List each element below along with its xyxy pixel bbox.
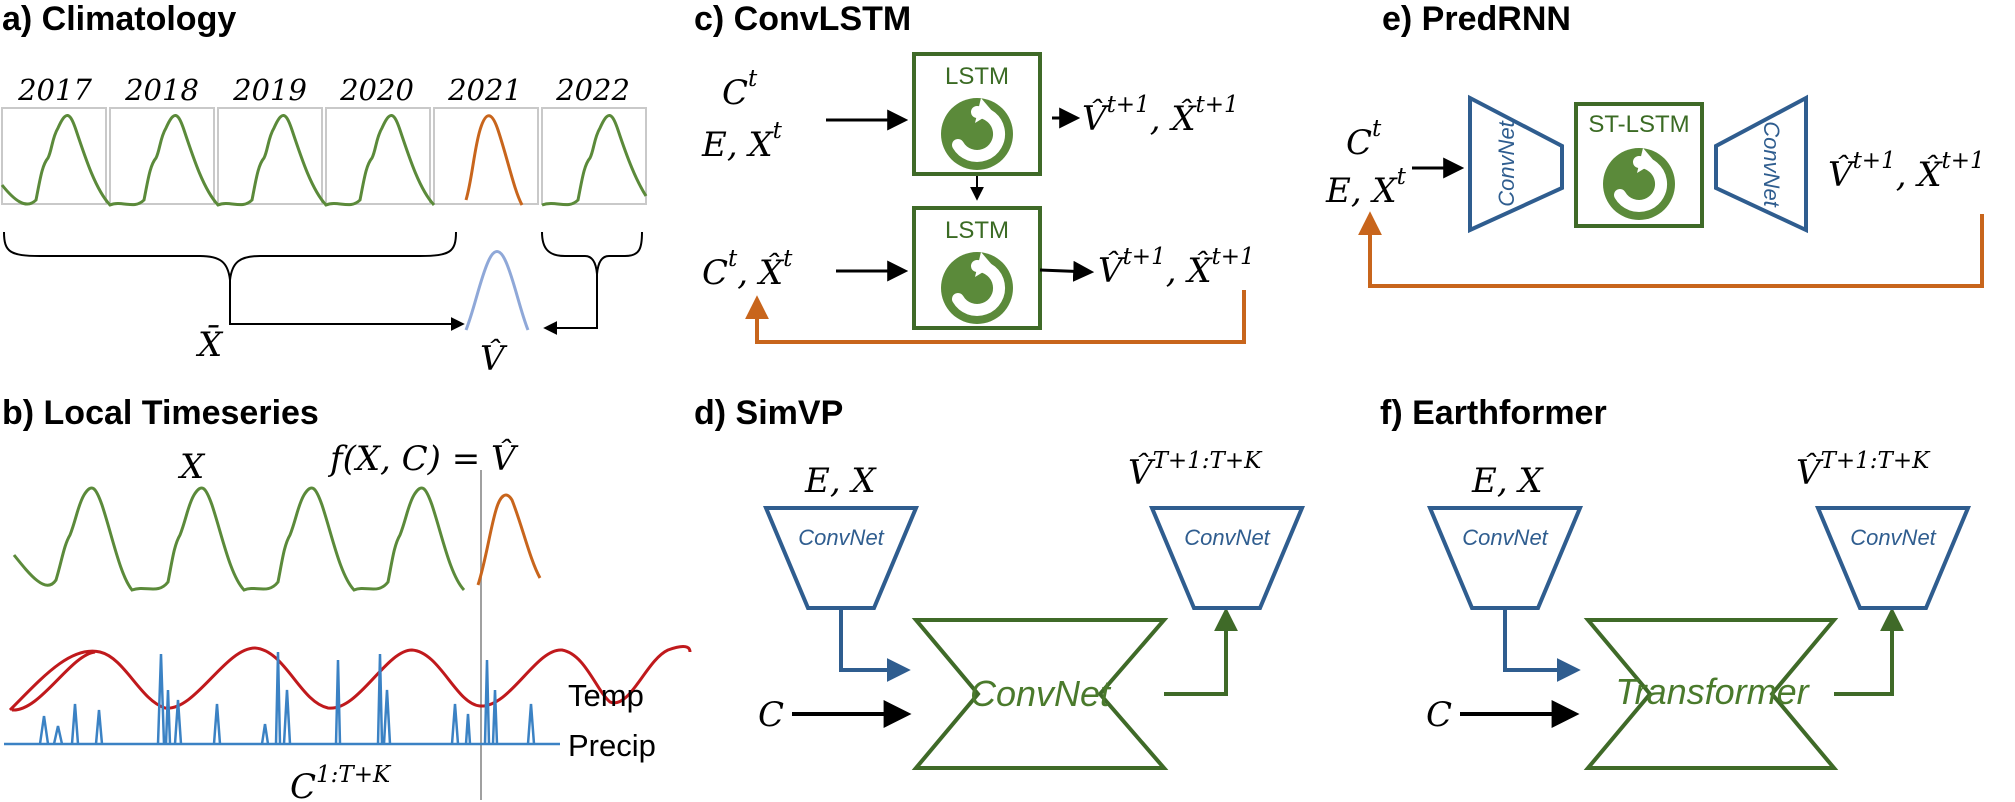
arrow-core-to-decoder xyxy=(1834,607,1904,696)
year-box xyxy=(109,107,215,205)
bracket-left xyxy=(3,231,457,281)
arrow-encoder-to-core xyxy=(839,608,911,682)
convnet-decoder: ConvNet xyxy=(1148,506,1306,610)
input-c-t: Ct xyxy=(722,66,758,113)
arrow-encoder-to-core xyxy=(1503,608,1581,682)
year-label: 2020 xyxy=(339,73,414,107)
lstm-box-bottom: LSTM xyxy=(912,206,1042,330)
precip-label: Precip xyxy=(568,728,656,763)
climatology-estimate-curve xyxy=(464,250,530,331)
x-series-curve xyxy=(12,486,466,592)
year-boxes xyxy=(1,107,647,205)
convnet-label: ConvNet xyxy=(1494,120,1519,206)
climatology-2021-curve xyxy=(464,114,524,206)
panel-a-climatology: a) Climatology 2017 2018 2019 2020 2021 … xyxy=(0,0,648,379)
convnet-label: ConvNet xyxy=(1462,525,1548,550)
panel-c-convlstm: c) ConvLSTM Ct E, Xt LSTM V̂t+1, X̂t+1 C… xyxy=(694,0,1255,344)
year-label: 2018 xyxy=(124,73,199,107)
year-labels: 2017 2018 2019 2020 2021 2022 xyxy=(17,73,630,107)
convnet-encoder: ConvNet xyxy=(1426,506,1584,610)
feedback-arrow-convlstm xyxy=(745,290,1246,344)
climatology-series-curve xyxy=(0,114,436,207)
panel-b-title: b) Local Timeseries xyxy=(2,394,319,432)
input-c-t: Ct xyxy=(1346,116,1382,163)
input-ex-t: E, Xt xyxy=(701,118,783,165)
year-box xyxy=(217,107,323,205)
panel-b-local-timeseries: b) Local Timeseries X f(X, C) = V̂ Temp … xyxy=(2,394,692,802)
climatology-brackets xyxy=(3,231,643,335)
climatology-2022-curve xyxy=(541,114,648,207)
year-box xyxy=(541,107,647,205)
convnet-decoder: ConvNet xyxy=(1814,506,1972,610)
panel-e-title: e) PredRNN xyxy=(1382,0,1571,38)
transformer-label: Transformer xyxy=(1615,671,1810,712)
panel-c-title: c) ConvLSTM xyxy=(694,0,911,38)
input-ex: E, X xyxy=(1471,461,1544,501)
arrow-right-to-vhat xyxy=(543,274,598,335)
arrow-core-to-decoder xyxy=(1164,607,1238,696)
arrow-xbar-to-vhat xyxy=(229,280,465,331)
temp-series-curve xyxy=(8,645,692,712)
function-label: f(X, C) = V̂ xyxy=(327,438,519,479)
lstm-label: LSTM xyxy=(945,217,1009,244)
panel-e-predrnn: e) PredRNN Ct E, Xt ConvNet ST-LSTM Conv… xyxy=(1325,0,1985,288)
lstm-label: LSTM xyxy=(945,63,1009,90)
year-label: 2021 xyxy=(447,73,522,107)
output-v: V̂T+1:T+K xyxy=(1796,448,1931,493)
forecast-series-curve xyxy=(476,493,542,586)
lstm-box-top: LSTM xyxy=(912,52,1042,176)
panel-a-title: a) Climatology xyxy=(2,0,236,38)
year-label: 2019 xyxy=(232,73,307,107)
bracket-right xyxy=(541,231,643,275)
convnet-core: ConvNet xyxy=(911,618,1169,770)
input-c: C xyxy=(758,695,784,735)
convnet-encoder: ConvNet xyxy=(762,506,920,610)
panel-f-earthformer: f) Earthformer E, X ConvNet C Transforme… xyxy=(1380,394,1972,770)
convnet-core-label: ConvNet xyxy=(970,673,1112,714)
temp-label: Temp xyxy=(568,678,644,713)
year-box xyxy=(433,107,539,205)
year-box xyxy=(1,107,107,205)
input-ex: E, X xyxy=(804,461,877,501)
arrow-lstm-bottom-to-output xyxy=(1039,260,1095,282)
year-box xyxy=(325,107,431,205)
input-c: C xyxy=(1426,695,1452,735)
st-lstm-label: ST-LSTM xyxy=(1588,111,1689,138)
panel-f-title: f) Earthformer xyxy=(1380,394,1607,432)
x-series-label: X xyxy=(177,447,206,487)
panel-d-simvp: d) SimVP E, X ConvNet C ConvNet ConvNet … xyxy=(694,394,1306,770)
covariate-label: C1:T+K xyxy=(290,762,392,802)
vhat-label: V̂ xyxy=(480,338,508,379)
convnet-label: ConvNet xyxy=(798,525,884,550)
output-top: V̂t+1, X̂t+1 xyxy=(1082,92,1239,139)
input-ex-t: E, Xt xyxy=(1325,164,1407,211)
convnet-decoder: ConvNet xyxy=(1714,94,1808,234)
convnet-label: ConvNet xyxy=(1850,525,1936,550)
convnet-encoder: ConvNet xyxy=(1468,94,1564,234)
xbar-label: X̄ xyxy=(195,324,224,365)
panel-d-title: d) SimVP xyxy=(694,394,843,432)
feedback-arrow-predrnn xyxy=(1358,211,1984,288)
year-label: 2017 xyxy=(17,73,92,107)
year-label: 2022 xyxy=(555,73,630,107)
output: V̂t+1, X̂t+1 xyxy=(1828,148,1985,195)
convnet-label: ConvNet xyxy=(1759,121,1784,207)
precip-spikes xyxy=(38,651,536,745)
transformer-core: Transformer xyxy=(1583,618,1839,770)
output-v: V̂T+1:T+K xyxy=(1128,448,1263,493)
convnet-label: ConvNet xyxy=(1184,525,1270,550)
output-bottom: V̂t+1, X̂t+1 xyxy=(1098,244,1255,291)
input-c-xhat: Ct, X̂t xyxy=(702,246,793,293)
st-lstm-box: ST-LSTM xyxy=(1574,102,1704,228)
precip-series xyxy=(4,651,560,746)
